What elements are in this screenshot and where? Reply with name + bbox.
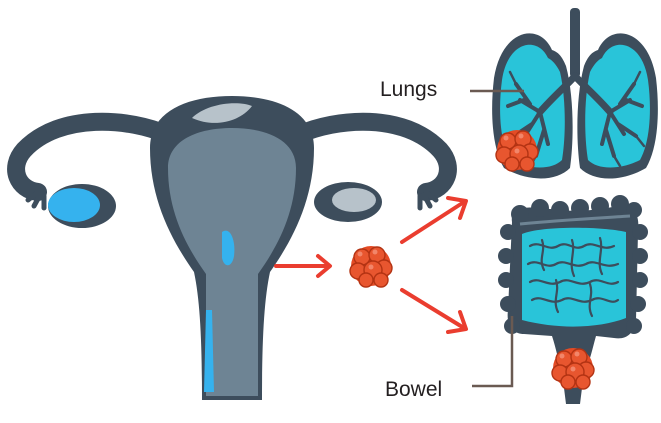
tumor-icon bbox=[350, 246, 392, 287]
bowel-label: Bowel bbox=[385, 379, 442, 400]
arrow-uterus-to-tumor bbox=[276, 256, 330, 276]
arrow-tumor-to-lungs bbox=[402, 198, 466, 242]
lungs-label: Lungs bbox=[380, 79, 437, 100]
arrow-tumor-to-bowel bbox=[402, 290, 466, 332]
uterus-icon bbox=[16, 96, 448, 400]
